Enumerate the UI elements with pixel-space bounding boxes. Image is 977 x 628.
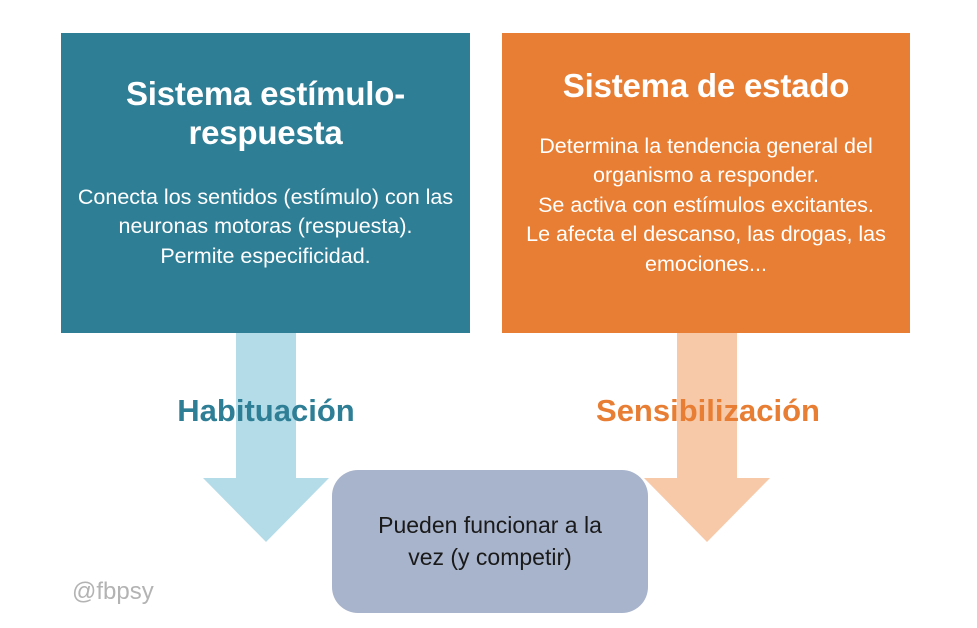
concept-title-state-system: Sistema de estado	[562, 67, 850, 104]
watermark-handle: @fbpsy	[72, 578, 154, 605]
concept-box-stimulus-response: Sistema estímulo-respuesta Conecta los s…	[61, 33, 470, 333]
arrow-label-sensitization: Sensibilización	[596, 393, 820, 428]
concept-body-stimulus-response: Conecta los sentidos (estímulo) con las …	[77, 184, 454, 268]
concept-body-state-system: Determina la tendencia general del organ…	[526, 133, 886, 276]
outcome-box: Pueden funcionar a la vez (y competir)	[332, 470, 648, 613]
concept-box-state-system: Sistema de estado Determina la tendencia…	[502, 33, 910, 333]
down-arrow-icon-sensitization	[644, 330, 770, 542]
down-arrow-icon-habituation	[203, 330, 329, 542]
arrow-label-habituation: Habituación	[177, 393, 355, 428]
concept-title-stimulus-response: Sistema estímulo-respuesta	[125, 75, 406, 151]
